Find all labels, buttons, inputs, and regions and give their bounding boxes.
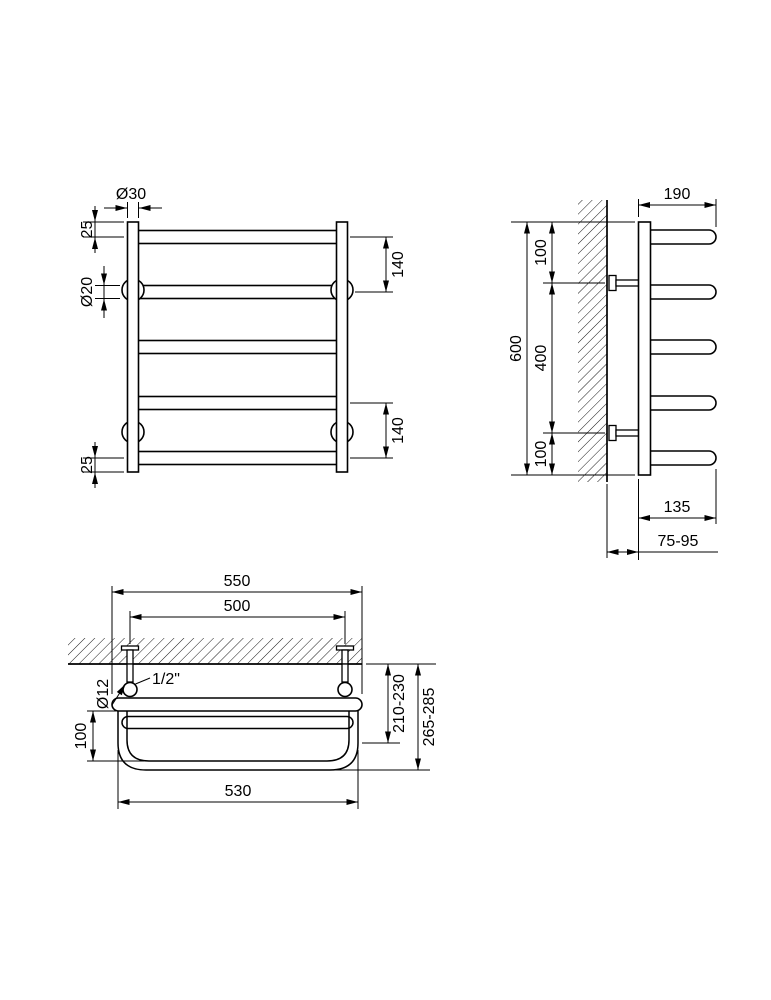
dim-lower-rail-spacing-label: 140 <box>390 417 407 444</box>
rail-tube-side <box>643 339 717 355</box>
thread-callout: 1/2" <box>135 671 180 688</box>
dim-bracket-centers: 500 <box>129 598 346 644</box>
front-mount-circles <box>121 278 354 444</box>
dim-bracket-offsets: 100 400 100 <box>533 222 605 475</box>
dim-bracket-centers-label: 500 <box>224 598 251 615</box>
dim-upper-rail-spacing: 140 <box>350 236 407 293</box>
plan-shelf-inner <box>126 711 350 762</box>
rail-tube <box>132 395 343 411</box>
side-post <box>637 221 652 476</box>
thread-size-label: 1/2" <box>152 671 180 688</box>
wall-hatch <box>578 200 607 482</box>
rail-tube-side <box>643 395 717 411</box>
plan-view: 1/2" Ø12 550 500 100 210 <box>68 573 438 809</box>
dim-shelf-offset: 100 <box>73 710 144 762</box>
front-view: Ø30 25 Ø20 25 <box>79 186 407 488</box>
dim-bracket-spacing-label: 400 <box>533 345 550 372</box>
dim-wall-to-rail: 210-230 <box>362 663 436 744</box>
dim-wall-to-rail-label: 210-230 <box>391 674 408 733</box>
dim-overall-width: 550 <box>111 573 363 694</box>
side-rails <box>643 229 717 466</box>
plan-bracket-right <box>335 645 355 698</box>
dim-top-offset-label: 25 <box>79 221 96 239</box>
plan-wall-hatch <box>68 638 362 664</box>
rail-tube-side <box>643 229 717 245</box>
dim-post-diameter-label: Ø30 <box>116 186 146 203</box>
dim-rod-diameter: Ø12 <box>95 679 126 709</box>
rail-tube-side <box>643 284 717 300</box>
dim-shelf-width-label: 530 <box>225 783 252 800</box>
wall-bracket-upper <box>608 274 640 292</box>
dim-overall-width-label: 550 <box>224 573 251 590</box>
dim-post-diameter: Ø30 <box>104 186 162 218</box>
dim-bottom-offset: 25 <box>79 442 124 488</box>
rail-tube <box>132 450 343 466</box>
front-right-post <box>335 221 349 473</box>
dim-overall-height: 600 <box>508 221 635 476</box>
dim-rod-diameter-label: Ø12 <box>95 679 112 709</box>
dim-rail-length: 190 <box>638 186 717 227</box>
dim-bracket-depth: 135 <box>638 469 717 560</box>
rail-tube <box>132 284 343 300</box>
dim-upper-rail-spacing-label: 140 <box>390 251 407 278</box>
plan-bracket-left <box>120 645 140 698</box>
wall-bracket-lower <box>608 424 640 442</box>
front-rails <box>132 229 343 466</box>
dim-lower-bracket-offset-label: 100 <box>533 441 550 468</box>
dim-shelf-width: 530 <box>117 750 359 809</box>
dim-wall-to-shelf-edge: 265-285 <box>334 664 438 771</box>
dim-rail-length-label: 190 <box>664 186 691 203</box>
dim-rail-diameter: Ø20 <box>79 266 120 318</box>
dim-rail-diameter-label: Ø20 <box>79 277 96 307</box>
dim-shelf-offset-label: 100 <box>73 723 90 750</box>
dim-overall-height-label: 600 <box>508 335 525 362</box>
plan-shelf-outer <box>117 711 359 771</box>
dim-lower-rail-spacing: 140 <box>350 402 407 459</box>
dim-bracket-depth-label: 135 <box>664 499 691 516</box>
dim-wall-clearance-label: 75-95 <box>658 533 699 550</box>
dim-wall-clearance: 75-95 <box>606 484 718 558</box>
front-left-post <box>126 221 140 473</box>
rail-tube <box>132 229 343 245</box>
plan-top-rail <box>111 697 363 712</box>
union-nut-circle <box>337 681 353 698</box>
dim-upper-bracket-offset-label: 100 <box>533 239 550 266</box>
dim-bottom-offset-label: 25 <box>79 456 96 474</box>
rail-tube-side <box>643 450 717 466</box>
dim-top-offset: 25 <box>79 206 124 253</box>
side-view: 190 600 100 400 100 135 <box>508 186 718 560</box>
rail-tube <box>132 339 343 355</box>
dim-wall-to-shelf-edge-label: 265-285 <box>421 688 438 747</box>
plan-middle-rail <box>121 715 354 730</box>
